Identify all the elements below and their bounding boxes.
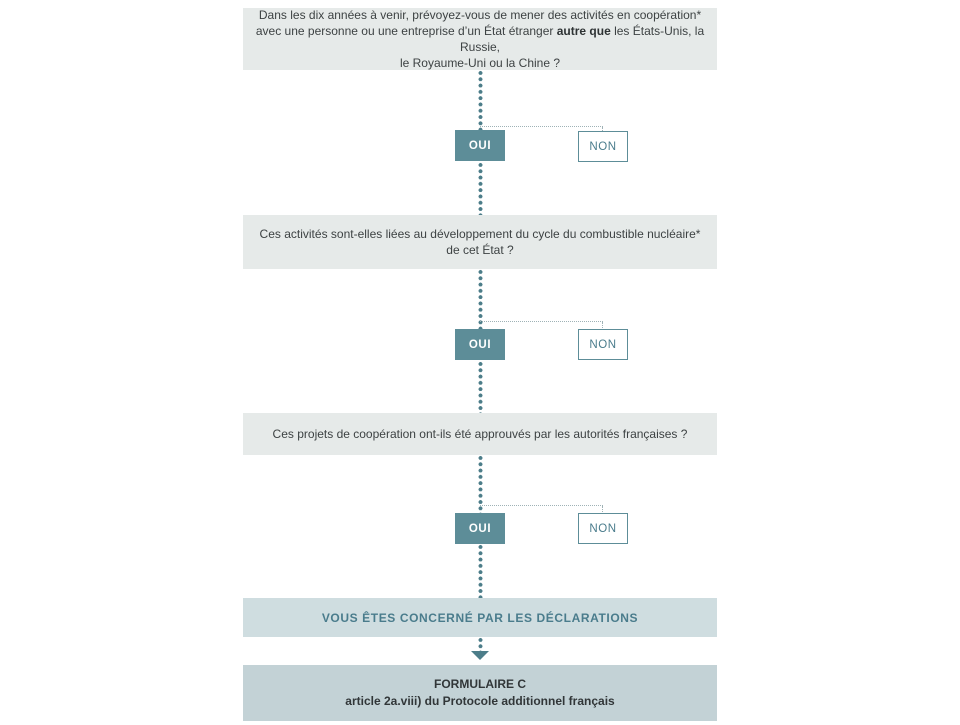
question-1-line-2-pre: avec une personne ou une entreprise d’un… (255, 24, 557, 38)
dotted-connector-vertical-2 (478, 162, 483, 215)
question-2-line-2: de cet État ? (446, 243, 514, 257)
question-3-line-1: Ces projets de coopération ont-ils été a… (272, 427, 688, 441)
non-button-3[interactable]: NON (578, 513, 628, 544)
question-box-1: Dans les dix années à venir, prévoyez-vo… (243, 8, 717, 70)
question-box-2: Ces activités sont-elles liées au dévelo… (243, 215, 717, 269)
question-1-line-2-emphasis: autre que (556, 24, 611, 38)
oui-button-1[interactable]: OUI (455, 130, 505, 161)
question-1-line-3: le Royaume-Uni ou la Chine ? (399, 56, 561, 70)
dotted-connector-vertical-5 (478, 455, 483, 513)
non-button-2[interactable]: NON (578, 329, 628, 360)
question-1-line-2: avec une personne ou une entreprise d’un… (243, 23, 717, 55)
dotted-connector-vertical-4 (478, 361, 483, 413)
dotted-connector-vertical-3 (478, 269, 483, 329)
question-2-line-1: Ces activités sont-elles liées au dévelo… (259, 227, 701, 241)
dotted-connector-horizontal-1 (480, 126, 603, 127)
question-1-line-1: Dans les dix années à venir, prévoyez-vo… (258, 8, 702, 22)
dotted-connector-vertical-6 (478, 544, 483, 598)
dotted-connector-horizontal-2 (480, 321, 603, 322)
dotted-connector-stub-3 (602, 506, 603, 514)
non-button-1[interactable]: NON (578, 131, 628, 162)
dotted-connector-vertical-7 (478, 637, 483, 651)
question-1-line-2-post: les États-Unis, la Russie, (459, 24, 705, 54)
dotted-connector-vertical-1 (478, 70, 483, 130)
oui-button-2[interactable]: OUI (455, 329, 505, 360)
final-form-box: FORMULAIRE C article 2a.viii) du Protoco… (243, 665, 717, 721)
question-box-3: Ces projets de coopération ont-ils été a… (243, 413, 717, 455)
oui-button-3[interactable]: OUI (455, 513, 505, 544)
dotted-connector-stub-1 (602, 127, 603, 133)
final-form-title: FORMULAIRE C (434, 677, 526, 691)
dotted-connector-horizontal-3 (480, 505, 603, 506)
result-banner: VOUS ÊTES CONCERNÉ PAR LES DÉCLARATIONS (243, 598, 717, 637)
arrow-down-icon (471, 651, 489, 660)
final-form-subtitle: article 2a.viii) du Protocole additionne… (345, 694, 615, 708)
dotted-connector-stub-2 (602, 322, 603, 330)
